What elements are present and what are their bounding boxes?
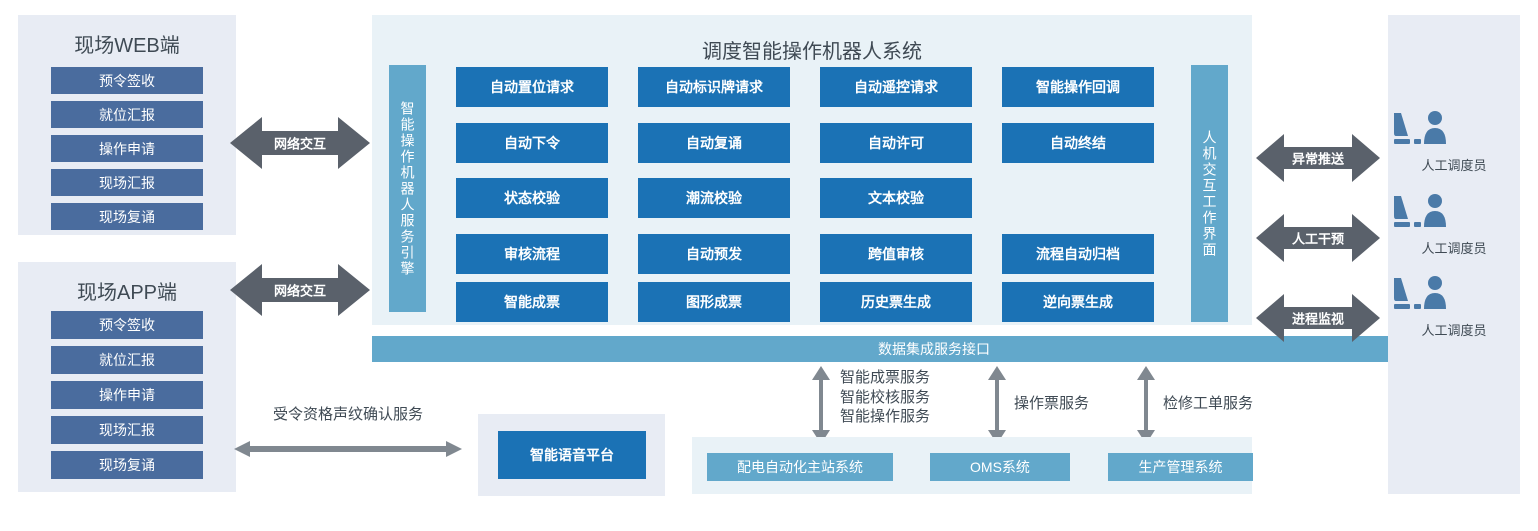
- operator-entry-2: 人工调度员: [1388, 275, 1520, 338]
- operator-label: 人工调度员: [1421, 241, 1487, 256]
- bottom-system-1[interactable]: OMS系统: [930, 453, 1070, 481]
- service-link-line: 智能成票服务: [840, 369, 931, 386]
- hmi-vertical-bar: 人机交互工作界面: [1191, 65, 1228, 322]
- network-arrow-web: 网络交互: [230, 115, 370, 171]
- feature-box[interactable]: 自动预发: [638, 234, 790, 274]
- service-link-arrow-3: [1135, 366, 1157, 444]
- network-arrow-app: 网络交互: [230, 262, 370, 318]
- web-client-item-1[interactable]: 就位汇报: [51, 101, 203, 128]
- feature-box[interactable]: 自动下令: [456, 123, 608, 163]
- dispatcher-icon: [1388, 110, 1520, 151]
- app-client-item-0[interactable]: 预令签收: [51, 311, 203, 339]
- core-system-title: 调度智能操作机器人系统: [702, 41, 922, 63]
- service-link-line: 智能操作服务: [840, 408, 931, 425]
- web-client-item-2[interactable]: 操作申请: [51, 135, 203, 162]
- operator-panel: 人工调度员 人工调度员 人工调度员: [1388, 15, 1520, 494]
- service-link-label-2: 操作票服务: [1014, 395, 1090, 412]
- operator-entry-0: 人工调度员: [1388, 110, 1520, 173]
- web-client-item-0[interactable]: 预令签收: [51, 67, 203, 94]
- feature-box[interactable]: 潮流校验: [638, 178, 790, 218]
- app-client-panel: 现场APP端 预令签收 就位汇报 操作申请 现场汇报 现场复诵: [18, 262, 236, 492]
- engine-vertical-bar: 智能操作机器人服务引擎: [389, 65, 426, 312]
- service-link-label-1: 智能成票服务 智能校核服务 智能操作服务: [840, 368, 990, 427]
- feature-box[interactable]: 自动标识牌请求: [638, 67, 790, 107]
- dispatcher-icon: [1388, 193, 1520, 234]
- voiceprint-service-arrow: [234, 440, 462, 458]
- feature-box[interactable]: 历史票生成: [820, 282, 972, 322]
- app-client-item-4[interactable]: 现场复诵: [51, 451, 203, 479]
- service-link-label-3: 检修工单服务: [1163, 395, 1254, 412]
- app-client-item-3[interactable]: 现场汇报: [51, 416, 203, 444]
- feature-box[interactable]: 流程自动归档: [1002, 234, 1154, 274]
- voiceprint-service-label: 受令资格声纹确认服务: [272, 406, 423, 423]
- feature-box[interactable]: 自动复诵: [638, 123, 790, 163]
- operator-arrow-intervention: 人工干预: [1256, 212, 1380, 264]
- feature-box[interactable]: 智能操作回调: [1002, 67, 1154, 107]
- data-integration-service-bar: 数据集成服务接口: [372, 336, 1496, 362]
- service-link-arrow-1: [810, 366, 832, 444]
- feature-box[interactable]: 状态校验: [456, 178, 608, 218]
- bottom-systems-panel: 配电自动化主站系统 OMS系统 生产管理系统: [692, 437, 1253, 494]
- feature-box[interactable]: 自动终结: [1002, 123, 1154, 163]
- operator-label: 人工调度员: [1421, 323, 1487, 338]
- web-client-item-3[interactable]: 现场汇报: [51, 169, 203, 196]
- feature-box[interactable]: 自动遥控请求: [820, 67, 972, 107]
- feature-box[interactable]: 逆向票生成: [1002, 282, 1154, 322]
- feature-box[interactable]: 智能成票: [456, 282, 608, 322]
- feature-box[interactable]: 图形成票: [638, 282, 790, 322]
- bottom-system-2[interactable]: 生产管理系统: [1108, 453, 1253, 481]
- app-client-item-2[interactable]: 操作申请: [51, 381, 203, 409]
- operator-arrow-exception: 异常推送: [1256, 132, 1380, 184]
- feature-box[interactable]: 文本校验: [820, 178, 972, 218]
- service-link-line: 智能校核服务: [840, 388, 931, 406]
- dispatcher-icon: [1388, 275, 1520, 316]
- voice-platform-box[interactable]: 智能语音平台: [498, 431, 646, 479]
- operator-label: 人工调度员: [1421, 158, 1487, 173]
- operator-entry-1: 人工调度员: [1388, 193, 1520, 256]
- operator-arrow-monitor: 进程监视: [1256, 292, 1380, 344]
- service-link-arrow-2: [986, 366, 1008, 444]
- web-client-item-4[interactable]: 现场复诵: [51, 203, 203, 230]
- feature-box[interactable]: 跨值审核: [820, 234, 972, 274]
- web-client-title: 现场WEB端: [74, 35, 180, 57]
- app-client-title: 现场APP端: [76, 282, 178, 304]
- core-system-panel: 调度智能操作机器人系统 智能操作机器人服务引擎 人机交互工作界面 自动置位请求 …: [372, 15, 1252, 325]
- feature-box[interactable]: 审核流程: [456, 234, 608, 274]
- web-client-panel: 现场WEB端 预令签收 就位汇报 操作申请 现场汇报 现场复诵: [18, 15, 236, 235]
- feature-box[interactable]: 自动许可: [820, 123, 972, 163]
- app-client-item-1[interactable]: 就位汇报: [51, 346, 203, 374]
- feature-box[interactable]: 自动置位请求: [456, 67, 608, 107]
- voice-platform-panel: 智能语音平台: [478, 414, 665, 496]
- bottom-system-0[interactable]: 配电自动化主站系统: [707, 453, 893, 481]
